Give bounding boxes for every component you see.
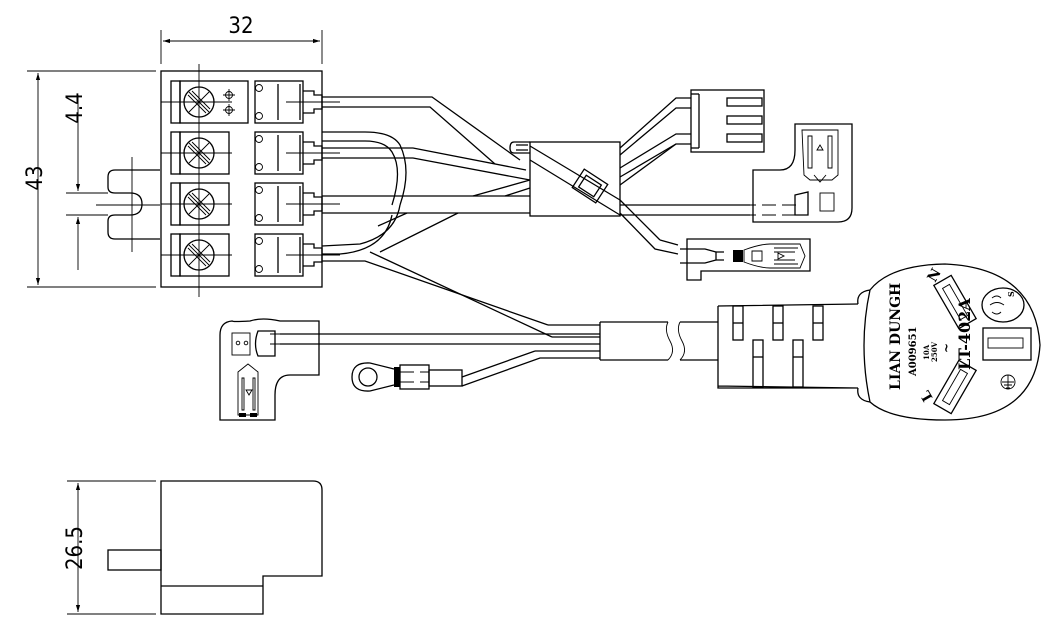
terminal-position — [161, 233, 340, 277]
dim-width-label: 32 — [228, 14, 253, 39]
dim-side-height-label: 26.5 — [63, 526, 88, 570]
plug-model: LT-402A — [955, 298, 974, 370]
terminal-block — [160, 64, 340, 297]
dimension-gap: 4.4 — [63, 92, 108, 270]
dim-gap-label: 4.4 — [63, 92, 88, 123]
dim-height-label: 43 — [23, 165, 48, 190]
power-cord — [599, 321, 718, 361]
dimension-height: 43 — [23, 70, 156, 288]
3-pin-housing-connector — [690, 89, 765, 153]
cert-mark-label: S — [1006, 291, 1016, 297]
plug-certificate: A009651 — [908, 326, 919, 377]
dimension-width: 32 — [160, 14, 323, 64]
terminal-position — [161, 131, 340, 175]
side-view: 26.5 — [63, 480, 323, 615]
flag-terminal-bottom — [219, 318, 320, 421]
pin-neutral-label: N — [925, 266, 945, 285]
mounting-tab — [96, 157, 160, 252]
plug-current-rating: 10A — [922, 344, 931, 360]
terminal-position — [161, 80, 340, 124]
terminal-position — [161, 182, 340, 226]
plug-voltage-rating: 250V — [930, 341, 939, 362]
flag-terminal-top — [742, 123, 853, 223]
plug-ac-symbol: ~ — [939, 343, 953, 353]
ring-terminal — [351, 362, 463, 392]
cable-tie-bundle — [509, 97, 750, 255]
power-plug: S LIAN DUNGH A009651 10A 250V ~ LT-402A … — [717, 263, 1041, 421]
wire-bundle — [280, 96, 600, 387]
quick-disconnect-terminal — [680, 238, 811, 281]
plug-brand: LIAN DUNGH — [888, 283, 904, 390]
pin-line-label: L — [918, 387, 937, 404]
